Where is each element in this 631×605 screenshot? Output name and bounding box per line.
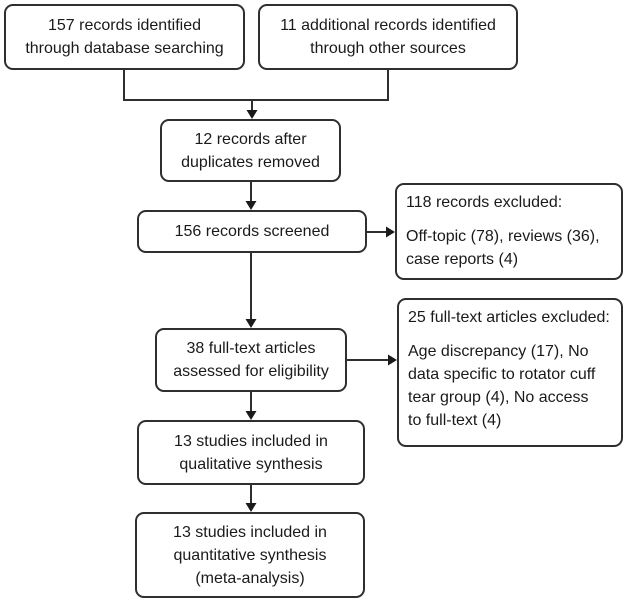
node-records-identified-database-text: 157 records identified through database … (25, 17, 224, 57)
node-records-screened: 156 records screened (137, 210, 367, 253)
node-records-identified-database: 157 records identified through database … (4, 4, 245, 70)
node-fulltext-excluded: 25 full-text articles excluded: Age disc… (397, 298, 623, 447)
node-records-identified-other: 11 additional records identified through… (258, 4, 518, 70)
node-fulltext-assessed: 38 full-text articles assessed for eligi… (155, 328, 347, 392)
node-records-excluded: 118 records excluded: Off-topic (78), re… (395, 183, 623, 280)
node-fulltext-excluded-title: 25 full-text articles excluded: (408, 309, 610, 326)
arrowhead-fulltext-to-excluded (388, 354, 397, 366)
node-qualitative-synthesis-text: 13 studies included in qualitative synth… (174, 432, 328, 473)
node-fulltext-assessed-text: 38 full-text articles assessed for eligi… (173, 340, 329, 380)
arrowhead-screened-to-excluded (386, 226, 395, 238)
node-records-excluded-title: 118 records excluded: (406, 194, 563, 211)
node-quantitative-synthesis: 13 studies included in quantitative synt… (135, 512, 365, 598)
arrowhead-duplicates-to-screened (245, 201, 257, 210)
node-records-screened-text: 156 records screened (174, 223, 330, 240)
arrowhead-qualitative-to-quantitative (245, 503, 257, 512)
node-fulltext-excluded-detail: Age discrepancy (17), No data specific t… (408, 343, 596, 429)
node-records-identified-other-text: 11 additional records identified through… (280, 17, 496, 57)
arrowhead-screened-to-fulltext (245, 319, 257, 328)
arrowhead-merge-to-duplicates (246, 110, 258, 119)
node-qualitative-synthesis: 13 studies included in qualitative synth… (137, 420, 365, 485)
arrowhead-fulltext-to-qualitative (245, 411, 257, 420)
node-quantitative-synthesis-text: 13 studies included in quantitative synt… (173, 523, 327, 587)
node-records-excluded-detail: Off-topic (78), reviews (36), case repor… (406, 228, 600, 268)
node-after-duplicates: 12 records after duplicates removed (160, 119, 341, 182)
node-after-duplicates-text: 12 records after duplicates removed (181, 130, 320, 171)
